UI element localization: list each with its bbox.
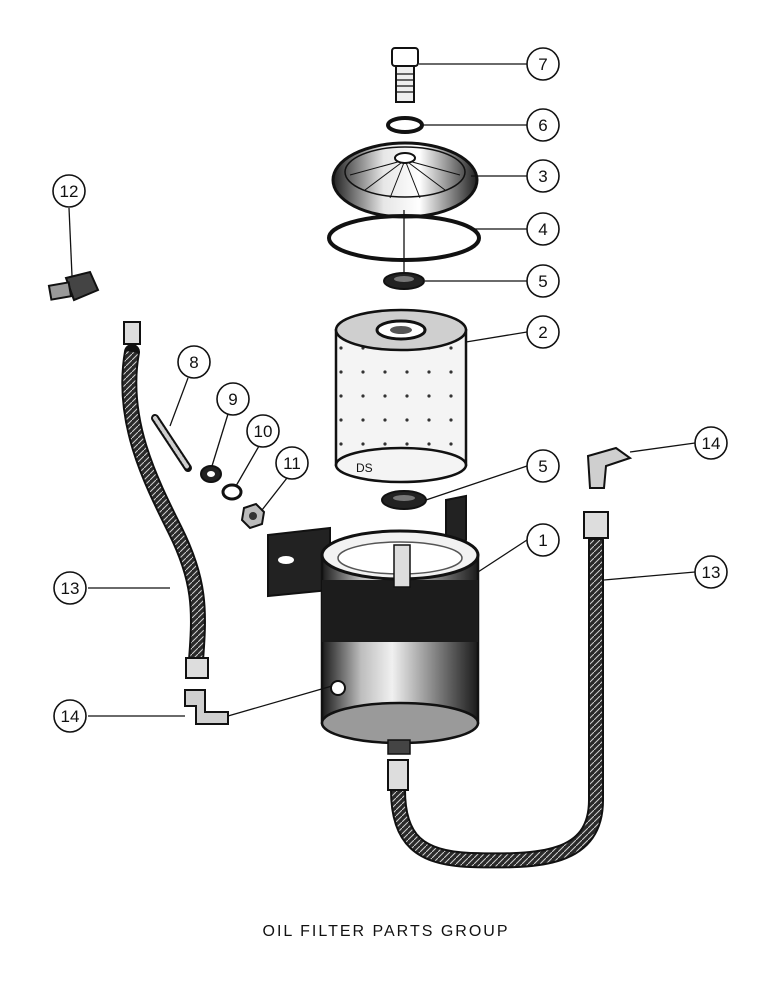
hose-left-part [121,321,209,679]
callout-11: 11 [275,446,309,480]
svg-text:13: 13 [702,563,721,582]
hose-right-part [387,511,609,869]
diagram-caption: OIL FILTER PARTS GROUP [262,923,510,940]
svg-text:14: 14 [702,434,721,453]
callout-5-upper: 5 [526,264,560,298]
svg-text:3: 3 [538,167,547,186]
flat-washer-part [221,483,243,501]
callout-5-lower: 5 [526,449,560,483]
callout-10: 10 [246,414,280,448]
callout-13-left: 13 [53,571,87,605]
elbow-left-part [184,689,229,725]
svg-text:1: 1 [538,531,547,550]
svg-text:11: 11 [283,454,301,473]
svg-text:5: 5 [538,272,547,291]
svg-text:2: 2 [538,323,547,342]
drain-plug-part [47,270,100,302]
svg-text:12: 12 [60,182,79,201]
filter-mark-text: DS [356,461,373,475]
callout-4: 4 [526,212,560,246]
seal-lower-part [381,490,427,510]
callout-6: 6 [526,108,560,142]
callout-14-left: 14 [53,699,87,733]
svg-text:4: 4 [538,220,547,239]
callout-7: 7 [526,47,560,81]
svg-text:6: 6 [538,116,547,135]
svg-text:10: 10 [254,422,273,441]
svg-text:7: 7 [538,55,547,74]
callout-9: 9 [216,382,250,416]
callout-8: 8 [177,345,211,379]
filter-cover-part [331,141,479,219]
callout-3: 3 [526,159,560,193]
callout-13-right: 13 [694,555,728,589]
nut-part [240,502,266,530]
bolt-part [391,47,419,103]
svg-text:5: 5 [538,457,547,476]
filter-element-part: DS [334,308,468,484]
filter-housing-part [267,494,480,755]
svg-text:14: 14 [61,707,80,726]
svg-text:13: 13 [61,579,80,598]
callout-1: 1 [526,523,560,557]
lock-washer-part [200,465,222,483]
leader-lines [68,63,696,717]
stud-part [151,414,192,472]
svg-text:9: 9 [228,390,237,409]
elbow-right-part [586,446,633,489]
callout-14-right: 14 [694,426,728,460]
washer-part [386,116,424,134]
callout-12: 12 [52,174,86,208]
seal-upper-part [383,272,425,290]
svg-text:8: 8 [189,353,198,372]
callout-2: 2 [526,315,560,349]
